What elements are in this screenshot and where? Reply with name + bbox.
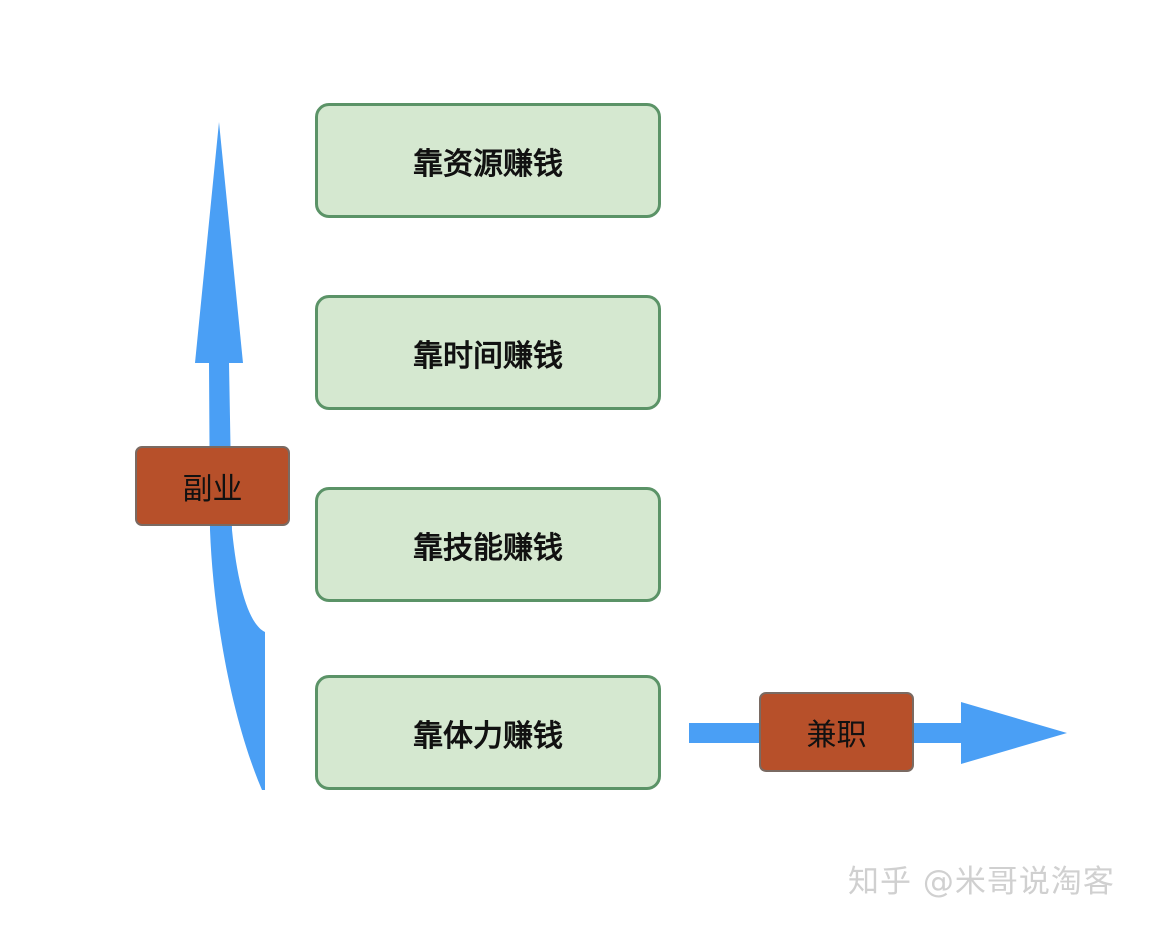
tag-part-time-label: 兼职 bbox=[806, 718, 867, 753]
box-labor: 靠体力赚钱 bbox=[315, 675, 661, 790]
box-resources: 靠资源赚钱 bbox=[315, 103, 661, 218]
box-labor-label: 靠体力赚钱 bbox=[413, 718, 563, 754]
box-skills-label: 靠技能赚钱 bbox=[413, 530, 563, 566]
box-skills: 靠技能赚钱 bbox=[315, 487, 661, 602]
tag-side-business: 副业 bbox=[135, 446, 290, 526]
tag-part-time: 兼职 bbox=[759, 692, 914, 772]
box-time: 靠时间赚钱 bbox=[315, 295, 661, 410]
tag-side-business-label: 副业 bbox=[182, 472, 243, 507]
box-time-label: 靠时间赚钱 bbox=[413, 338, 563, 374]
box-resources-label: 靠资源赚钱 bbox=[413, 146, 563, 182]
watermark: 知乎 @米哥说淘客 bbox=[848, 864, 1115, 900]
